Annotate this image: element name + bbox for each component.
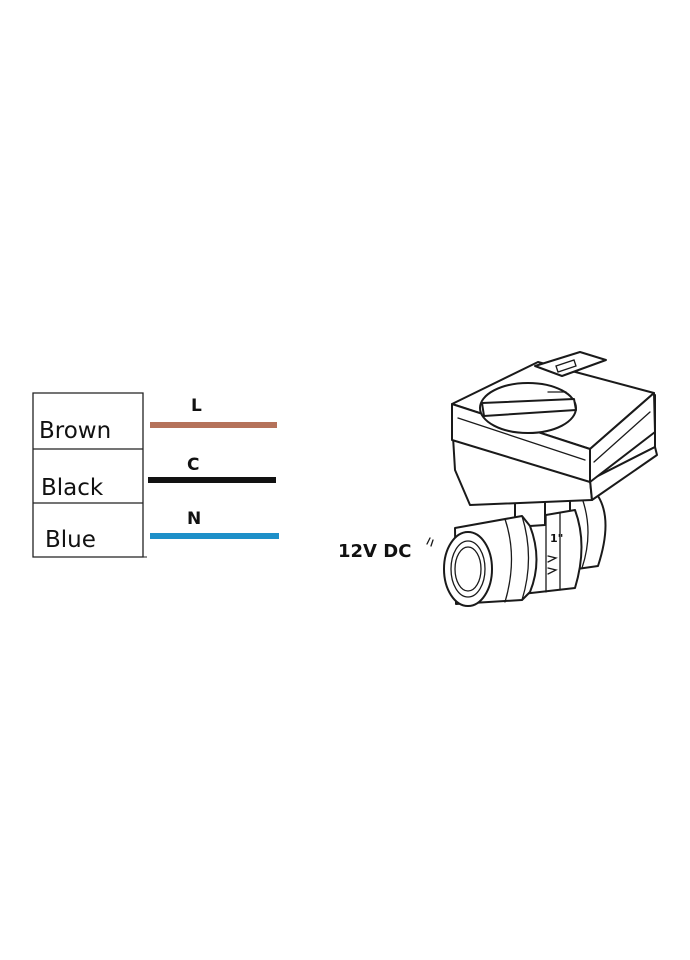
wire-color-table: Brown Black Blue bbox=[32, 392, 147, 558]
wire-color-blue: Blue bbox=[45, 527, 96, 553]
wire-legend: L C N bbox=[148, 396, 279, 539]
size-mark: 1" bbox=[550, 532, 563, 545]
handle-icon bbox=[479, 382, 577, 434]
wire-color-brown: Brown bbox=[39, 418, 111, 444]
motorized-ball-valve-icon: 1" bbox=[426, 351, 658, 607]
wire-code-c: C bbox=[187, 455, 199, 475]
wire-code-n: N bbox=[187, 509, 201, 529]
wire-code-l: L bbox=[191, 396, 202, 416]
voltage-label: 12V DC bbox=[338, 541, 411, 562]
wire-color-black: Black bbox=[41, 475, 104, 501]
